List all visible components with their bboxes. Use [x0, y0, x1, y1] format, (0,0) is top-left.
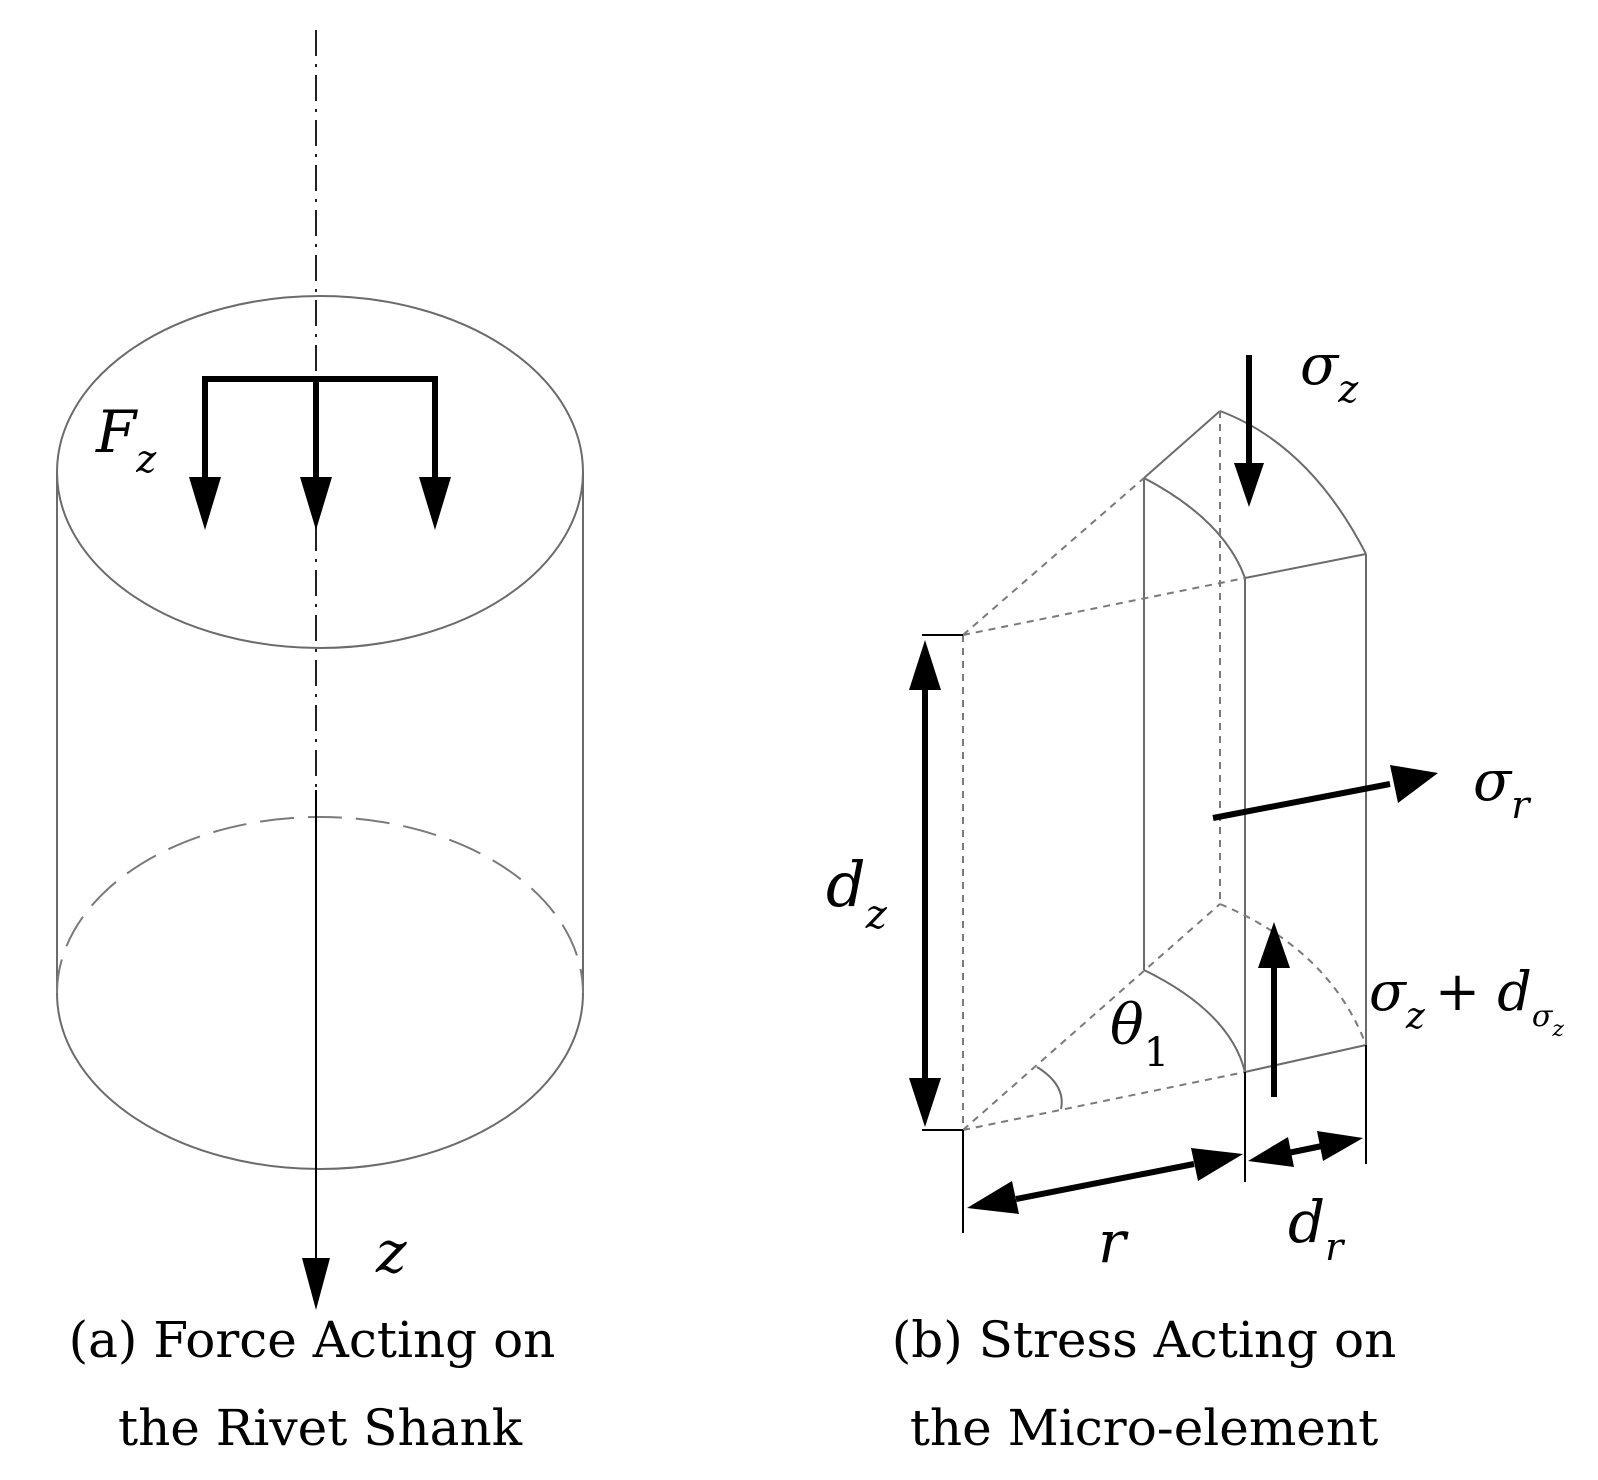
r-label: r: [1098, 1208, 1129, 1276]
caption-b-line1: (b) Stress Acting on: [892, 1311, 1397, 1369]
panel-a-cylinder: [56, 295, 584, 1170]
cylinder-bottom-front: [56, 992, 584, 1170]
caption-a-line2: the Rivet Shank: [118, 1399, 523, 1457]
sigma-z-plus-d-label: σz+ dσz: [1369, 960, 1564, 1042]
force-label: Fz: [95, 398, 157, 481]
force-arrows: [189, 376, 451, 530]
sigma-z-plus-d-arrow: [1258, 922, 1290, 1097]
sigma-z-arrow: [1234, 355, 1264, 507]
sigma-z-label: σz: [1300, 333, 1359, 411]
theta-label: θ1: [1110, 993, 1169, 1076]
dr-label: dr: [1288, 1188, 1346, 1269]
z-axis-label: z: [375, 1218, 407, 1286]
caption-b-line2: the Micro-element: [910, 1399, 1378, 1457]
dz-label: dz: [826, 848, 888, 938]
r-dimension-arrow: [967, 1148, 1243, 1214]
z-axis-arrow: [302, 790, 330, 1310]
sigma-r-arrow: [1212, 765, 1438, 821]
cylinder-bottom-back: [56, 816, 584, 994]
panel-b-micro-element: [922, 410, 1367, 1233]
dr-dimension-arrow: [1248, 1131, 1363, 1167]
sigma-r-label: σr: [1473, 749, 1532, 827]
dz-dimension-arrow: [909, 640, 941, 1127]
caption-a-line1: (a) Force Acting on: [69, 1311, 556, 1369]
